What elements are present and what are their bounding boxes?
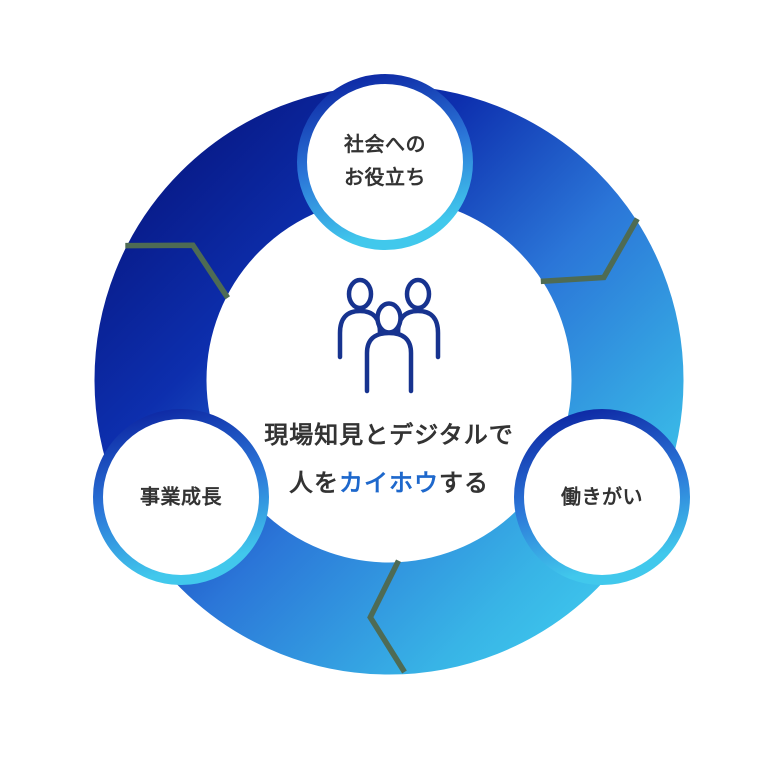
node-circle-job-satisfaction xyxy=(514,409,690,585)
segment-gap-upper-right xyxy=(540,217,640,285)
center-statement-line1: 現場知見とデジタルで xyxy=(264,421,514,449)
center-statement-line2-pre: 人を xyxy=(289,469,339,497)
center-statement-line2-accent: カイホウ xyxy=(339,469,439,497)
segment-gap-upper-left xyxy=(125,242,230,300)
node-label-business-growth: 事業成長 xyxy=(140,484,222,509)
segment-gaps xyxy=(125,217,640,674)
node-label-job-satisfaction: 働きがい xyxy=(561,484,643,509)
node-label-society-line2: お役立ち xyxy=(344,165,426,189)
node-circle-business-growth xyxy=(93,409,269,585)
segment-gap-bottom xyxy=(367,559,407,674)
node-label-society: 社会への お役立ち xyxy=(344,128,426,194)
node-circle-society xyxy=(297,74,473,250)
center-statement-line2-post: する xyxy=(439,469,489,497)
node-label-society-line1: 社会への xyxy=(344,132,426,156)
center-statement-line2: 人をカイホウする xyxy=(264,459,514,507)
people-group-icon xyxy=(337,277,441,394)
center-statement: 現場知見とデジタルで 人をカイホウする xyxy=(264,411,514,507)
